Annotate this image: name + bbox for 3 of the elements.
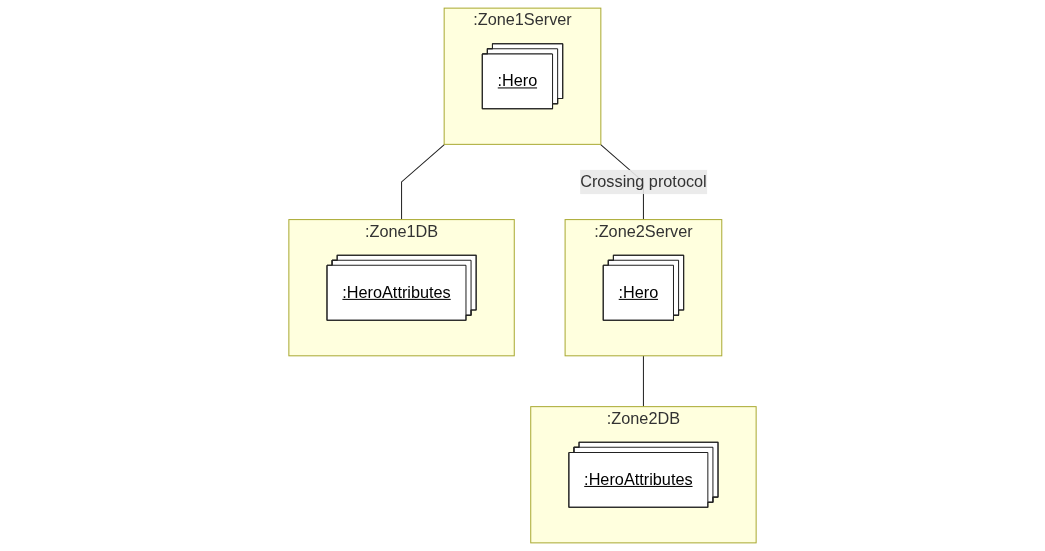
- edge-label: Crossing protocol: [580, 172, 707, 191]
- connector: [401, 143, 446, 221]
- connector: [642, 355, 644, 408]
